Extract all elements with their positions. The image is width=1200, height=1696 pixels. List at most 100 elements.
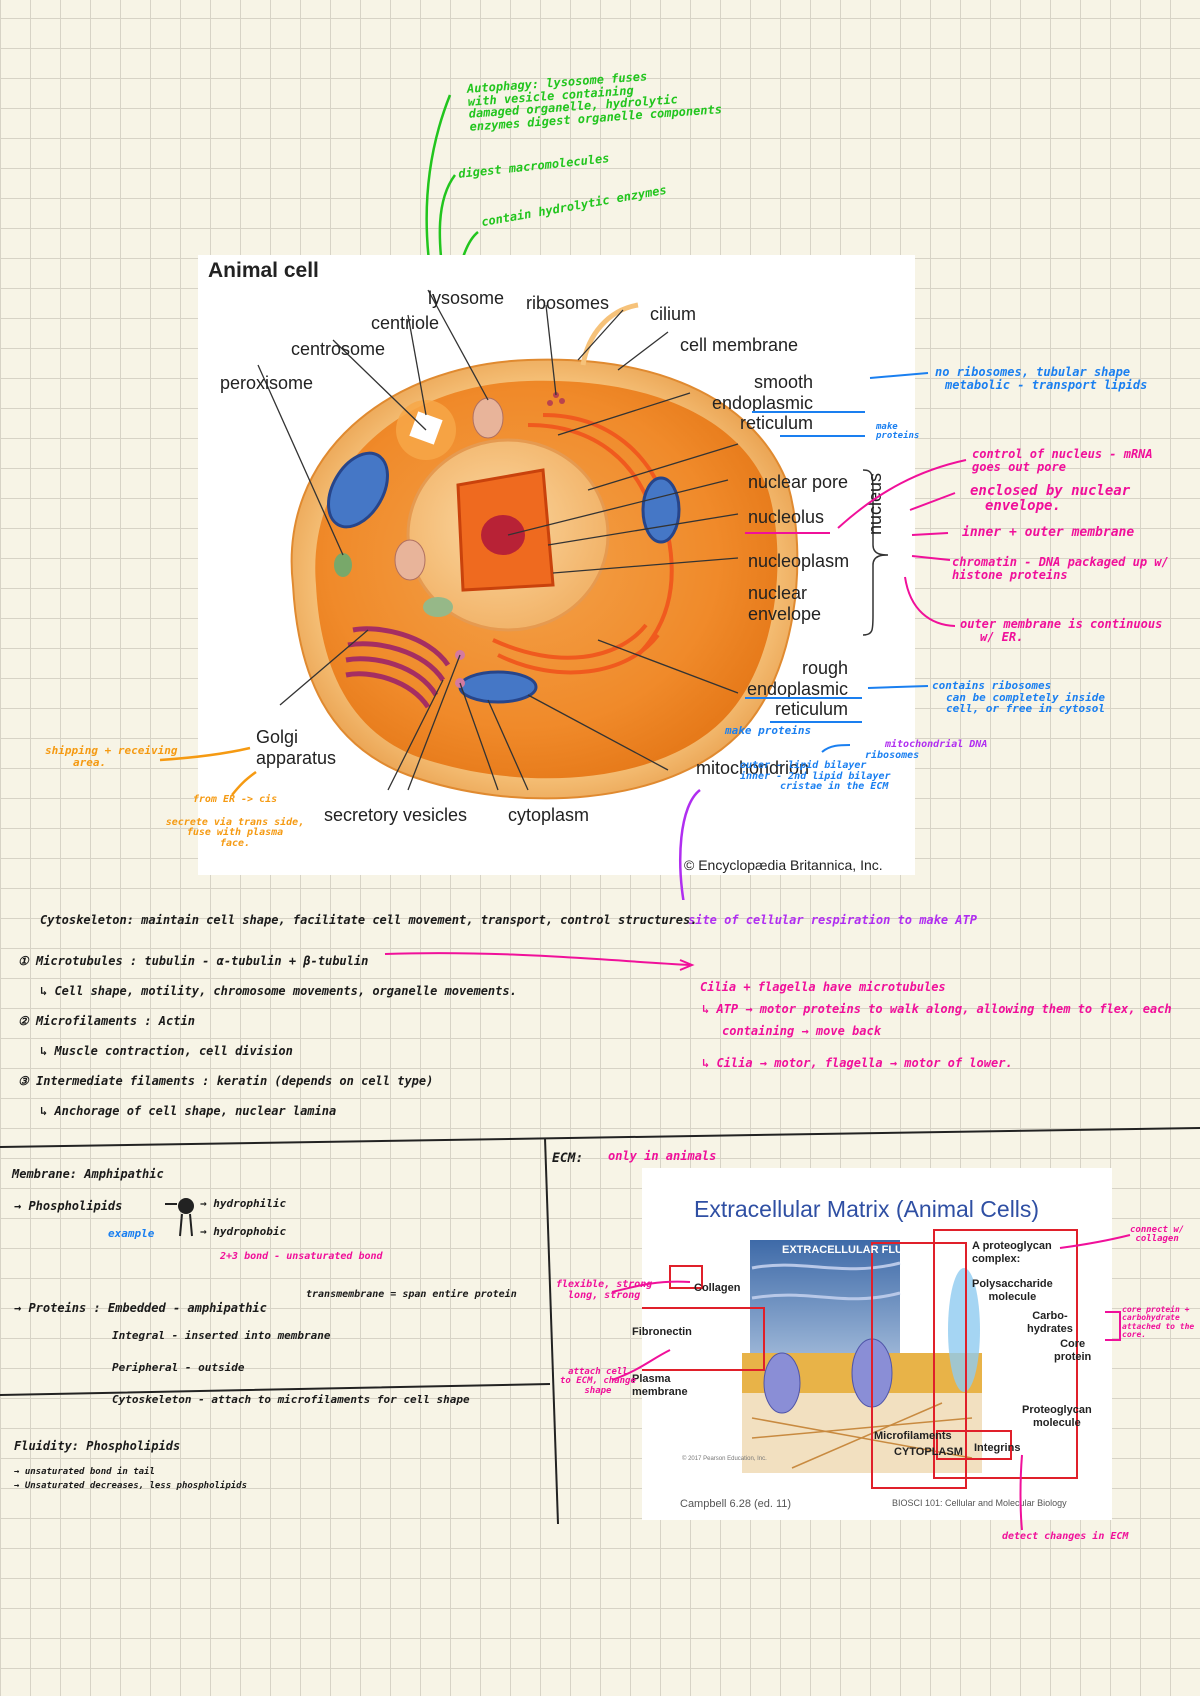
nucleolus-note-line: enclosed by nuclear [970,483,1131,499]
ecm-fluid-label: EXTRACELLULAR FLUID [782,1244,914,1256]
microtubules-detail: ↳ Cell shape, motility, chromosome movem… [40,984,517,998]
nucleolus-shape [481,515,525,555]
rough-er-note-line: can be completely inside [946,690,1105,704]
cilia-note-line: ↳ Cilia → motor, flagella → motor of low… [702,1056,1013,1070]
cilia-note-line: Cilia + flagella have microtubules [700,980,946,994]
rough-er-note-line: cell, or free in cytosol [946,702,1105,716]
label-rough-er-line: endoplasmic [746,678,848,699]
ecm-label-note: only in animals [608,1149,717,1163]
ecm-microfilaments-label: Microfilaments [874,1430,952,1442]
ecm-footer-left: Campbell 6.28 (ed. 11) [680,1498,792,1510]
ecm-plasma-label: Plasma membrane [632,1373,688,1398]
ecm-fibronectin-note-line: to ECM, change [560,1376,636,1387]
animal-cell-figure: Animal cell [198,255,915,875]
label-rough-er-line: reticulum [774,699,848,720]
label-nucleolus: nucleolus [748,507,825,527]
ecm-cytoplasm-label: CYTOPLASM [894,1446,963,1458]
nuclear-pore-note: control of nucleus - mRNA goes out pore [972,447,1153,474]
mito-function-note: site of cellular respiration to make ATP [688,913,977,927]
ecm-carbo-line: Carbo- [1032,1310,1068,1322]
cell-leader-lines [257,289,739,791]
vesicle-shape [394,539,426,581]
phospholipid-icon [165,1198,194,1237]
ecm-core-note-line: attached to the [1122,1321,1195,1331]
label-smooth-er: smooth endoplasmic reticulum [703,372,813,434]
ecm-proteoglycan-note: connect w/ collagen [1130,1225,1185,1245]
ecm-core-note-line: core. [1122,1330,1147,1340]
ecm-polysaccharide-line: Polysaccharide [972,1278,1053,1290]
label-mitochondrion: mitochondrion [696,758,810,778]
figure-credit: © Encyclopædia Britannica, Inc. [684,857,883,873]
ecm-plasma-line: Plasma [632,1373,671,1385]
ecm-fibronectin-note: attach cell to ECM, change shape [560,1367,636,1396]
outer-membrane-note-line: outer membrane is continuous [960,617,1163,631]
cilium-shape [580,302,639,366]
fluidity-line: → unsaturated bond in tail [14,1467,155,1477]
nucleolus-note-line: envelope. [985,497,1061,514]
proteins-label: → Proteins : Embedded - amphipathic [14,1301,267,1315]
label-rough-er-line: rough [801,658,848,678]
ecm-title: Extracellular Matrix (Animal Cells) [694,1196,1040,1222]
golgi-side-note-line: face. [219,837,251,849]
ecm-carbo-line: hydrates [1027,1322,1073,1335]
label-peroxisome: peroxisome [220,373,314,393]
transmembrane-label: transmembrane = span entire protein [306,1289,517,1300]
nucleus-bracket [862,469,889,636]
mito-note-line: cristae in the ECM [780,781,889,792]
peripheral-label: Peripheral - outside [112,1361,245,1374]
ecm-figure: Extracellular Matrix (Animal Cells) EXTR… [632,1168,1112,1520]
membrane-title: Membrane: Amphipathic [12,1167,164,1181]
ecm-footer-right: BIOSCI 101: Cellular and Molecular Biolo… [892,1498,1067,1508]
rough-er-notes: contains ribosomes can be completely ins… [932,680,1105,715]
golgi-side-note-line: secrete via trans side, [165,816,305,828]
ecm-illustration [642,1229,1078,1489]
label-centrosome: centrosome [291,339,386,359]
label-golgi-line: apparatus [256,747,337,768]
ecm-label: ECM: [552,1151,584,1166]
label-centriole: centriole [371,313,440,333]
fluidity-line: → Unsaturated decreases, less phospholip… [14,1481,247,1491]
hydrophilic-label: → hydrophilic [200,1197,287,1210]
golgi-note-line: shipping + receiving [45,744,178,757]
ecm-proteoglycan-line: A proteoglycan [972,1240,1052,1252]
smooth-er-note-line: no ribosomes, tubular shape [935,365,1131,379]
outer-membrane-note-line: w/ ER. [980,629,1024,644]
label-golgi-line: Golgi [256,727,299,747]
golgi-side-notes: from ER -> cis secrete via trans side, f… [160,794,310,849]
ecm-fibronectin-note-line: shape [584,1385,612,1396]
ecm-core-note: core protein + carbohydrate attached to … [1122,1305,1195,1340]
ecm-core-note-line: carbohydrate [1122,1313,1180,1323]
label-golgi: Golgi apparatus [256,727,336,768]
label-secretory-vesicles: secretory vesicles [324,805,468,825]
intermediate-filaments-detail: ↳ Anchorage of cell shape, nuclear lamin… [40,1104,337,1118]
label-underlines [159,372,967,900]
microfilaments-detail: ↳ Muscle contraction, cell division [40,1044,293,1058]
cytoskeleton-attach-label: Cytoskeleton - attach to microfilaments … [112,1393,470,1406]
ecm-proteoglycan-note-line: connect w/ [1130,1225,1185,1235]
label-cell-membrane: cell membrane [680,335,799,355]
ecm-integrins-label: Integrins [974,1442,1021,1454]
bond-note: 2+3 bond - unsaturated bond [220,1251,383,1262]
proteoglycan-shape [948,1268,980,1392]
microfilaments-title: ② Microfilaments : Actin [18,1014,195,1028]
ecm-core-note-line: core protein + [1122,1305,1190,1314]
label-smooth-er-line: reticulum [739,413,813,434]
ecm-collagen-note: flexible, strong long, strong [556,1279,652,1301]
chromatin-note-line: chromatin - DNA packaged up w/ [952,555,1169,569]
ecm-collagen-label: Collagen [694,1282,741,1294]
label-smooth-er-line: smooth [753,372,813,392]
label-ribosomes: ribosomes [526,293,610,313]
label-nuclear-pore: nuclear pore [748,472,849,492]
lysosome-shape [472,397,504,439]
ecm-copyright: © 2017 Pearson Education, Inc. [682,1456,767,1462]
mito-note-line: mitochondrial DNA [885,739,988,750]
ecm-core-line: protein [1054,1350,1092,1363]
mitochondrion-shape [327,451,389,529]
ecm-proteoglycan-label: A proteoglycan complex: [972,1240,1052,1265]
golgi-side-note-line: from ER -> cis [192,794,278,805]
smooth-er-notes: no ribosomes, tubular shape metabolic - … [935,366,1147,391]
peroxisome-shape [334,553,352,577]
golgi-note-line: area. [73,755,107,769]
